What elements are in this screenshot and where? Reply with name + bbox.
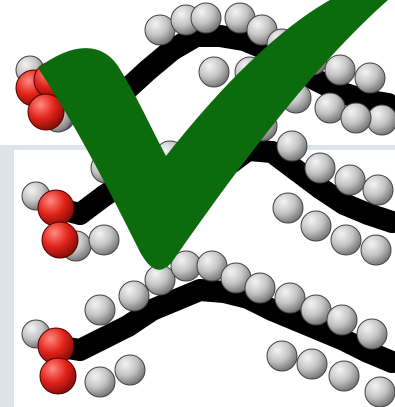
oxygen-atom — [27, 93, 65, 131]
hydrogen-atom — [326, 304, 358, 336]
carbon-atom — [137, 59, 159, 81]
carbon-atom — [69, 339, 91, 361]
check-mark-icon — [38, 0, 388, 270]
hydrogen-atom — [364, 376, 395, 407]
carbon-atom — [381, 211, 395, 233]
carbon-atom — [189, 279, 211, 301]
hydrogen-atom — [300, 210, 332, 242]
hydrogen-atom — [354, 62, 386, 94]
hydrogen-atom — [356, 318, 388, 350]
arched-chain-molecule — [21, 250, 395, 407]
hydrogen-atom — [324, 54, 356, 86]
hydrogen-atom — [266, 340, 298, 372]
carbon-atom — [69, 203, 91, 225]
hydrogen-atom — [272, 192, 304, 224]
hydrogen-atom — [340, 102, 372, 134]
hydrogen-atom — [190, 2, 222, 34]
hydrogen-atom — [114, 354, 146, 386]
hydrogen-atom — [88, 224, 120, 256]
carbon-atom — [93, 327, 115, 349]
hydrogen-atom — [84, 366, 116, 398]
hydrogen-atom — [360, 234, 392, 266]
hydrogen-atom — [296, 348, 328, 380]
carbon-atom — [161, 39, 183, 61]
hydrogen-atom — [118, 280, 150, 312]
hydrogen-atom — [314, 92, 346, 124]
hydrogen-atom — [276, 130, 308, 162]
carbon-atom — [309, 177, 331, 199]
carbon-atom — [357, 203, 379, 225]
oxygen-atom — [41, 221, 79, 259]
hydrogen-atom — [334, 164, 366, 196]
carbon-atom — [117, 315, 139, 337]
carbon-atom — [285, 159, 307, 181]
hydrogen-atom — [300, 294, 332, 326]
carbon-atom — [333, 193, 355, 215]
hydrogen-atom — [330, 224, 362, 256]
hydrogen-atom — [274, 282, 306, 314]
carbon-atom — [165, 289, 187, 311]
hydrogen-atom — [304, 152, 336, 184]
hydrogen-atom — [328, 360, 360, 392]
hydrogen-atom — [84, 294, 116, 326]
hydrogen-atom — [362, 174, 394, 206]
oxygen-atom — [37, 189, 75, 227]
hydrogen-atom — [244, 272, 276, 304]
hydrogen-atom — [198, 56, 230, 88]
hydrogen-atom — [144, 14, 176, 46]
oxygen-atom — [39, 357, 77, 395]
carbon-atom — [381, 351, 395, 373]
